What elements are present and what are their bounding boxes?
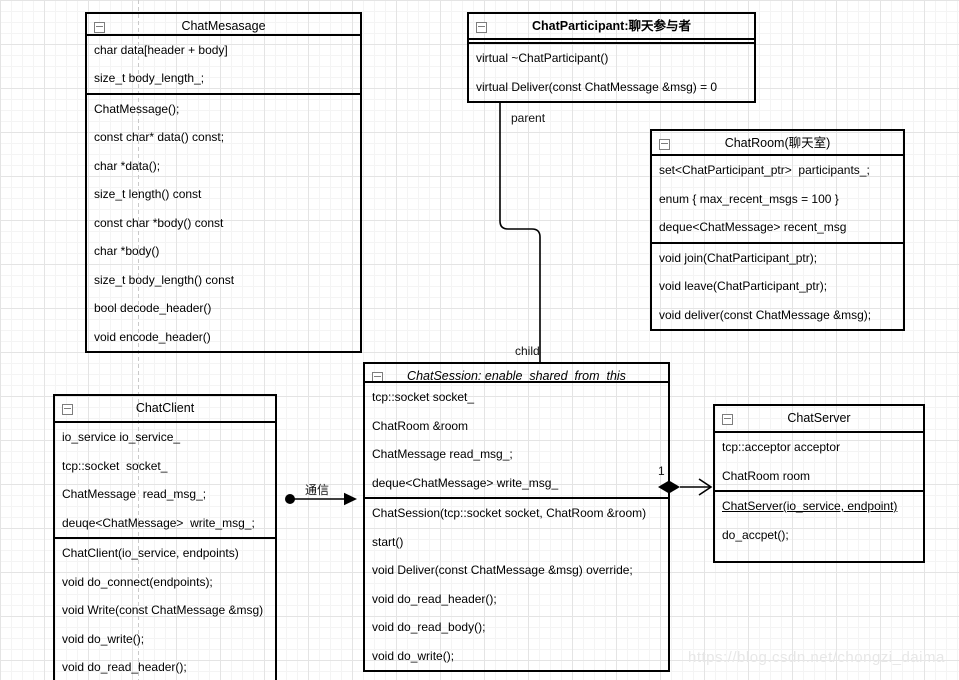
class-title-text: ChatSession: enable_shared_from_this — [407, 369, 626, 383]
field-row: deuqe<ChatMessage> write_msg_; — [62, 515, 255, 530]
method-row: virtual Deliver(const ChatMessage &msg) … — [476, 79, 718, 94]
collapse-icon[interactable] — [722, 414, 733, 425]
fields-section: set<ChatParticipant_ptr> participants_; … — [652, 156, 903, 242]
watermark: https://blog.csdn.net/chongzi_daima — [688, 649, 945, 666]
method-row: size_t body_length() const — [94, 272, 235, 287]
class-chat-participant[interactable]: ChatParticipant:聊天参与者 virtual ~ChatParti… — [467, 12, 756, 103]
method-row: void do_read_header(); — [372, 591, 497, 606]
field-row: ChatRoom &room — [372, 418, 469, 433]
method-row: char *data(); — [94, 158, 161, 173]
class-title-text: ChatRoom(聊天室) — [724, 136, 831, 150]
method-row: void Deliver(const ChatMessage &msg) ove… — [372, 563, 633, 577]
field-row: enum { max_recent_msgs = 100 } — [659, 191, 839, 206]
method-row: void do_read_body(); — [372, 620, 486, 634]
child-label: child — [515, 344, 540, 358]
class-title-text: ChatServer — [787, 411, 851, 425]
method-row: const char* data() const; — [94, 130, 225, 144]
methods-section: ChatSession(tcp::socket socket, ChatRoom… — [365, 497, 668, 670]
class-title: ChatClient — [55, 396, 275, 423]
class-title: ChatParticipant:聊天参与者 — [469, 14, 754, 44]
communication-connector — [285, 492, 357, 506]
fields-section: tcp::socket socket_ ChatRoom &room ChatM… — [365, 383, 668, 497]
method-row: ChatClient(io_service, endpoints) — [62, 546, 239, 560]
methods-section: void join(ChatParticipant_ptr); void lea… — [652, 241, 903, 330]
class-chat-server[interactable]: ChatServer tcp::acceptor acceptor ChatRo… — [713, 404, 925, 563]
field-row: set<ChatParticipant_ptr> participants_; — [659, 163, 870, 177]
inheritance-connector — [499, 103, 541, 362]
collapse-icon[interactable] — [659, 139, 670, 150]
class-title-text: ChatMesasage — [181, 19, 266, 33]
field-row: tcp::socket socket_ — [62, 458, 168, 473]
fields-section: char data[header + body] size_t body_len… — [87, 36, 360, 93]
method-row: void do_write(); — [62, 631, 145, 646]
method-row: void join(ChatParticipant_ptr); — [659, 250, 818, 265]
method-row: char *body() — [94, 244, 160, 258]
class-title: ChatRoom(聊天室) — [652, 131, 903, 156]
collapse-icon[interactable] — [94, 22, 105, 33]
field-row: io_service io_service_ — [62, 430, 181, 444]
class-title: ChatMesasage — [87, 14, 360, 36]
method-row: do_accpet(); — [722, 527, 789, 542]
method-row: ChatSession(tcp::socket socket, ChatRoom… — [372, 506, 647, 520]
methods-section: virtual ~ChatParticipant() virtual Deliv… — [469, 44, 754, 101]
collapse-icon[interactable] — [476, 22, 487, 33]
class-chat-room[interactable]: ChatRoom(聊天室) set<ChatParticipant_ptr> p… — [650, 129, 905, 331]
method-row: bool decode_header() — [94, 301, 212, 315]
field-row: deque<ChatMessage> write_msg_ — [372, 475, 559, 490]
method-row: const char *body() const — [94, 215, 224, 230]
class-chat-session[interactable]: ChatSession: enable_shared_from_this tcp… — [363, 362, 670, 672]
methods-section: ChatMessage(); const char* data() const;… — [87, 92, 360, 352]
class-title-text: ChatClient — [135, 401, 195, 415]
fields-section: tcp::acceptor acceptor ChatRoom room — [715, 433, 923, 490]
method-row: size_t length() const — [94, 187, 202, 201]
method-row: void do_read_header(); — [62, 660, 187, 674]
multiplicity-label: 1 — [658, 464, 665, 478]
class-title: ChatSession: enable_shared_from_this — [365, 364, 668, 383]
field-row: tcp::socket socket_ — [372, 390, 475, 404]
method-row: ChatServer(io_service, endpoint) — [722, 499, 898, 513]
methods-section: ChatClient(io_service, endpoints) void d… — [55, 537, 275, 680]
method-row: void Write(const ChatMessage &msg) — [62, 603, 264, 617]
field-row: ChatRoom room — [722, 468, 811, 483]
method-row: start() — [372, 534, 404, 549]
field-row: char data[header + body] — [94, 42, 228, 57]
method-row: void encode_header() — [94, 329, 211, 344]
method-row: void do_connect(endpoints); — [62, 574, 213, 589]
method-row: void do_write(); — [372, 648, 455, 663]
collapse-icon[interactable] — [372, 372, 383, 381]
field-row: deque<ChatMessage> recent_msg — [659, 220, 847, 234]
class-chat-client[interactable]: ChatClient io_service io_service_ tcp::s… — [53, 394, 277, 680]
class-chat-message[interactable]: ChatMesasage char data[header + body] si… — [85, 12, 362, 353]
field-row: size_t body_length_; — [94, 71, 205, 85]
method-row: ChatMessage(); — [94, 101, 180, 116]
collapse-icon[interactable] — [62, 404, 73, 415]
field-row: ChatMessage read_msg_; — [62, 487, 207, 501]
method-row: void leave(ChatParticipant_ptr); — [659, 279, 828, 293]
method-row: void deliver(const ChatMessage &msg); — [659, 307, 872, 322]
communication-label: 通信 — [305, 483, 330, 497]
parent-label: parent — [511, 111, 546, 125]
method-row: virtual ~ChatParticipant() — [476, 51, 609, 65]
field-row: ChatMessage read_msg_; — [372, 447, 513, 461]
field-row: tcp::acceptor acceptor — [722, 440, 841, 454]
fields-section: io_service io_service_ tcp::socket socke… — [55, 423, 275, 537]
class-title-text: ChatParticipant:聊天参与者 — [531, 19, 692, 33]
methods-section: ChatServer(io_service, endpoint) do_accp… — [715, 490, 923, 549]
class-title: ChatServer — [715, 406, 923, 433]
